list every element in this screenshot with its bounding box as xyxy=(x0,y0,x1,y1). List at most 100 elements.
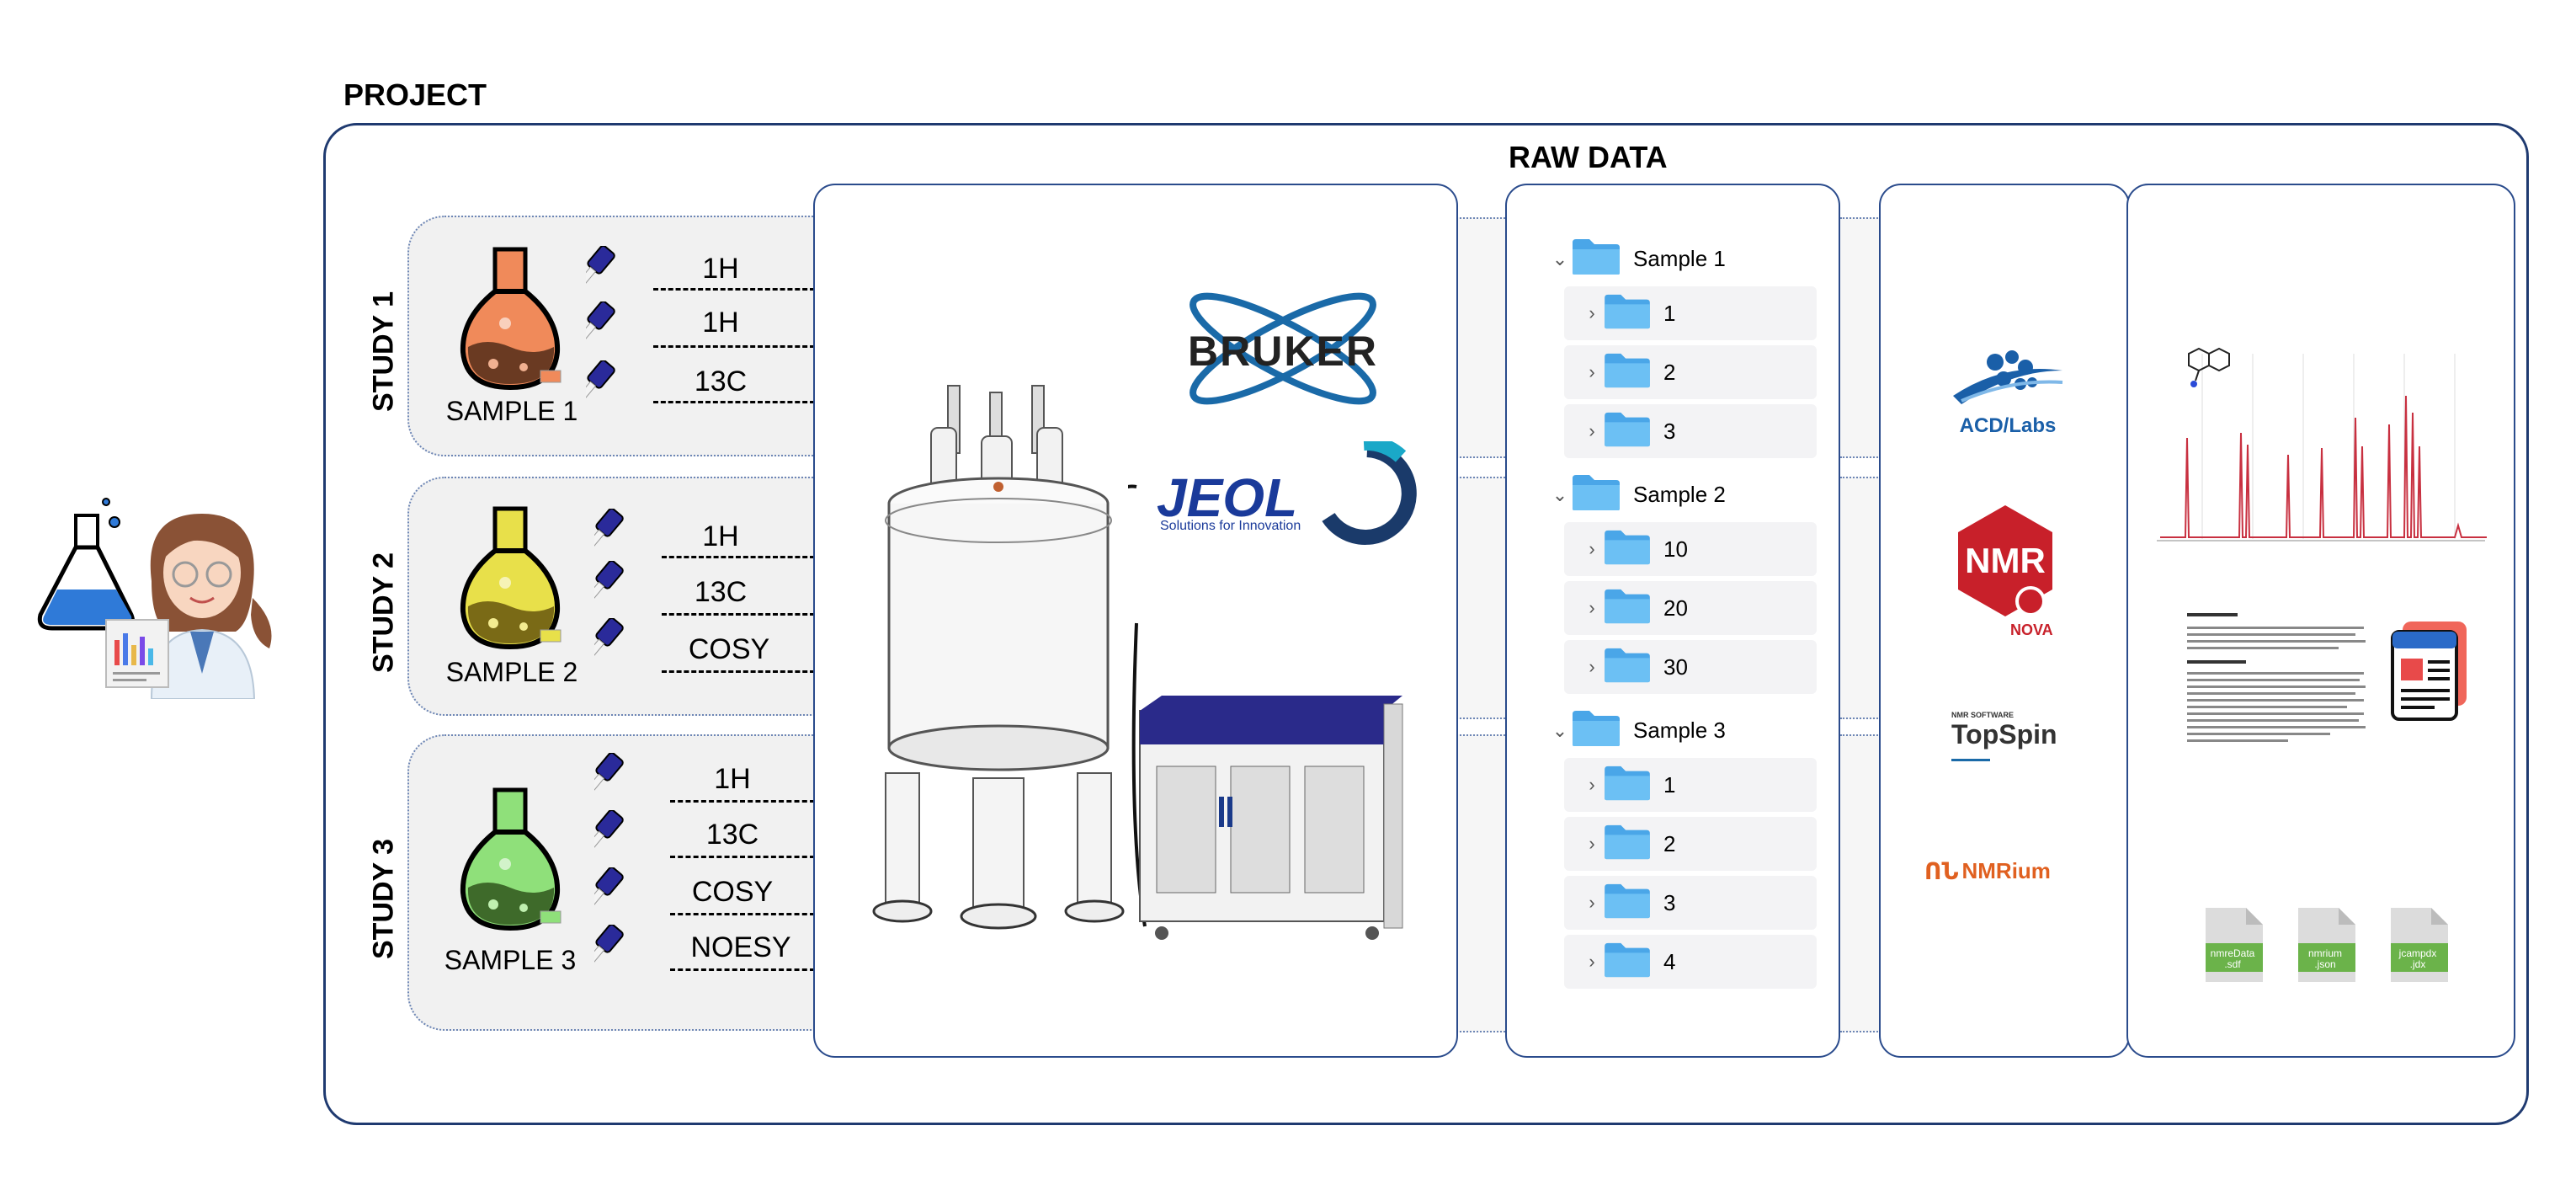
spectrum-thumbnail xyxy=(2152,320,2488,556)
experiment-label: 13C xyxy=(694,365,748,397)
nmr-tube-icon xyxy=(562,301,662,365)
folder-name: 4 xyxy=(1663,948,1676,974)
connector-band xyxy=(1840,477,1881,719)
project-title: PROJECT xyxy=(343,77,487,112)
folder-icon xyxy=(1571,707,1621,754)
folder-row-parent[interactable]: ⌄Sample 3 xyxy=(1549,707,1726,754)
jcampdx-file-icon[interactable]: jcampdx.jdx xyxy=(2387,906,2451,984)
acd-labs-logo[interactable]: ACD/Labs xyxy=(1945,345,2071,446)
folder-icon xyxy=(1603,527,1652,572)
topspin-logo[interactable]: NMR SOFTWARE TopSpin xyxy=(1951,711,2086,787)
chevron-right-icon[interactable]: › xyxy=(1589,361,1595,382)
chevron-down-icon[interactable]: ⌄ xyxy=(1551,483,1568,505)
folder-row-child[interactable]: ›2 xyxy=(1564,345,1817,399)
folder-row-parent[interactable]: ⌄ Sample 2 xyxy=(1549,472,1726,518)
topspin-underline xyxy=(1951,759,1990,761)
folder-row-child[interactable]: ›3 xyxy=(1564,404,1817,458)
folder-name: 10 xyxy=(1663,536,1688,562)
folder-icon xyxy=(1571,472,1621,518)
nmr-tube-icon xyxy=(562,360,662,424)
folder-name: 3 xyxy=(1663,889,1676,915)
console-cabinet-icon xyxy=(1093,472,1406,952)
nmr-tube-icon xyxy=(571,924,670,988)
folder-row-child[interactable]: › 30 xyxy=(1564,640,1817,694)
nmr-nova-logo[interactable]: NMR NOVA xyxy=(1946,502,2064,645)
chevron-right-icon[interactable]: › xyxy=(1589,538,1595,559)
dashed-line xyxy=(662,613,815,616)
study-1-label: STUDY 1 xyxy=(367,291,400,412)
dashed-line xyxy=(653,401,815,403)
folder-row-child[interactable]: ›1 xyxy=(1564,286,1817,340)
dashed-line xyxy=(670,913,815,915)
folder-name: 1 xyxy=(1663,771,1676,798)
dashed-line xyxy=(662,670,815,673)
raw-data-title: RAW DATA xyxy=(1509,140,1668,174)
folder-icon xyxy=(1603,763,1652,808)
bruker-text: BRUKER xyxy=(1188,328,1378,375)
folder-icon xyxy=(1603,822,1652,867)
nmr-tube-icon xyxy=(562,245,662,309)
folder-icon xyxy=(1603,291,1652,336)
chevron-right-icon[interactable]: › xyxy=(1589,833,1595,854)
file-label: jcampdx xyxy=(2398,947,2437,959)
nmrium-logo[interactable]: ՈՆ NMRium xyxy=(1924,854,2076,888)
nmredata-file-icon[interactable]: nmreData.sdf xyxy=(2202,906,2266,984)
file-ext: .jdx xyxy=(2409,958,2426,970)
nmrium-file-icon[interactable]: nmrium.json xyxy=(2295,906,2359,984)
nmr-tube-icon xyxy=(571,867,670,931)
dashed-line xyxy=(653,288,815,291)
connector-band xyxy=(1456,217,1505,458)
chevron-right-icon[interactable]: › xyxy=(1589,951,1595,972)
folder-name: 30 xyxy=(1663,654,1688,680)
folder-name: 2 xyxy=(1663,359,1676,385)
connector-band xyxy=(1456,734,1505,1032)
folder-row-child[interactable]: ›3 xyxy=(1564,876,1817,930)
folder-row-child[interactable]: ›1 xyxy=(1564,758,1817,812)
nmr-nova-text: NMR xyxy=(1965,541,2046,580)
jeol-logo: JEOL Solutions for Innovation xyxy=(1157,441,1426,551)
folder-name: Sample 1 xyxy=(1633,246,1726,271)
nmr-nova-sub: NOVA xyxy=(2010,622,2053,638)
experiment-label: NOESY xyxy=(690,931,791,963)
nmr-tube-icon xyxy=(571,752,670,816)
folder-row-child[interactable]: ›20 xyxy=(1564,581,1817,635)
experiment-label: 1H xyxy=(702,253,739,285)
nmr-tube-icon xyxy=(571,560,670,624)
report-document-thumbnail xyxy=(2187,613,2372,761)
experiment-label: COSY xyxy=(691,876,774,908)
nmr-magnet-icon xyxy=(864,377,1133,933)
chevron-down-icon[interactable]: ⌄ xyxy=(1551,719,1568,741)
folder-name: 1 xyxy=(1663,300,1676,326)
sample-1-label: SAMPLE 1 xyxy=(445,396,578,426)
document-icon xyxy=(2387,620,2472,729)
folder-icon xyxy=(1603,350,1652,395)
experiment-label: 1H xyxy=(702,520,739,552)
chevron-right-icon[interactable]: › xyxy=(1589,892,1595,913)
nmr-tube-icon xyxy=(571,809,670,873)
project-frame xyxy=(323,123,2529,1125)
folder-icon xyxy=(1603,940,1652,984)
chevron-right-icon[interactable]: › xyxy=(1589,656,1595,677)
folder-row-parent[interactable]: ⌄ Sample 1 xyxy=(1549,236,1726,282)
experiment-label: 1H xyxy=(702,307,739,339)
folder-name: 2 xyxy=(1663,830,1676,856)
file-label: nmrium xyxy=(2307,947,2342,959)
topspin-text: TopSpin xyxy=(1951,719,2057,750)
study-2-label: STUDY 2 xyxy=(367,552,400,673)
folder-name: Sample 2 xyxy=(1633,482,1726,507)
folder-name: 3 xyxy=(1663,418,1676,444)
experiment-label: 1H xyxy=(714,763,751,795)
scientist-illustration xyxy=(25,480,278,700)
chevron-right-icon[interactable]: › xyxy=(1589,420,1595,441)
chevron-right-icon[interactable]: › xyxy=(1589,302,1595,323)
sample-2-flask-icon xyxy=(453,502,571,654)
folder-icon xyxy=(1571,236,1621,282)
folder-row-child[interactable]: ›4 xyxy=(1564,935,1817,989)
folder-row-child[interactable]: ›2 xyxy=(1564,817,1817,871)
sample-3-flask-icon xyxy=(453,783,571,935)
chevron-right-icon[interactable]: › xyxy=(1589,774,1595,795)
chevron-right-icon[interactable]: › xyxy=(1589,597,1595,618)
folder-icon xyxy=(1603,881,1652,926)
chevron-down-icon[interactable]: ⌄ xyxy=(1551,248,1568,269)
folder-row-child[interactable]: › 10 xyxy=(1564,522,1817,576)
